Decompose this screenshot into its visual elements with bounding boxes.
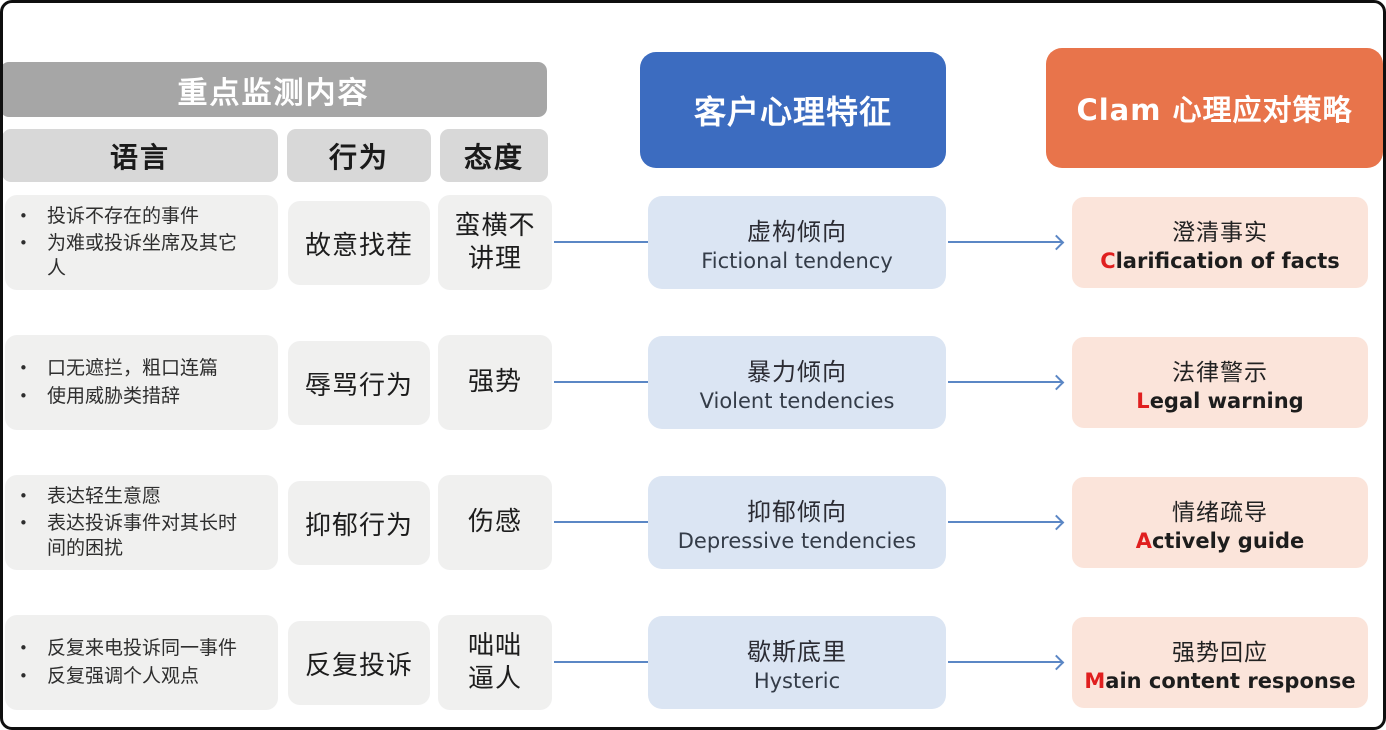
attitude-box: 咄咄 逼人 (438, 615, 552, 710)
language-bullet: • 投诉不存在的事件 (19, 204, 200, 227)
language-bullet: • 表达投诉事件对其长时间的困扰 (19, 511, 238, 560)
diagram-row: • 投诉不存在的事件 • 为难或投诉坐席及其它人 故意找茬 蛮横不 讲理 虚构倾… (0, 195, 1386, 290)
psychology-header-title: 客户心理特征 (693, 93, 892, 131)
strategy-header: Clam 心理应对策略 (1046, 48, 1383, 168)
language-bullet: • 表达轻生意愿 (19, 484, 162, 507)
bullet-icon: • (19, 359, 28, 378)
bullet-icon: • (19, 666, 28, 685)
bullet-icon: • (19, 513, 28, 532)
arrow-right-icon (948, 521, 1062, 523)
language-bullet: • 反复强调个人观点 (19, 664, 200, 687)
column-header-behavior-label: 行为 (328, 140, 389, 174)
bullet-icon: • (19, 206, 28, 225)
connector-line (554, 521, 648, 523)
column-header-language: 语言 (2, 129, 278, 182)
psychology-box: 虚构倾向 Fictional tendency (648, 196, 946, 289)
psychology-box: 抑郁倾向 Depressive tendencies (648, 476, 946, 569)
strategy-box: 强势回应 Main content response (1072, 617, 1368, 708)
strategy-header-title: Clam 心理应对策略 (1076, 93, 1353, 127)
language-box: • 反复来电投诉同一事件 • 反复强调个人观点 (5, 615, 278, 710)
behavior-box: 抑郁行为 (288, 481, 430, 565)
diagram-row: • 表达轻生意愿 • 表达投诉事件对其长时间的困扰 抑郁行为 伤感 抑郁倾向 D… (0, 475, 1386, 570)
diagram-row: • 口无遮拦，粗口连篇 • 使用威胁类措辞 辱骂行为 强势 暴力倾向 Viole… (0, 335, 1386, 430)
language-box: • 口无遮拦，粗口连篇 • 使用威胁类措辞 (5, 335, 278, 430)
bullet-icon: • (19, 486, 28, 505)
language-bullet: • 反复来电投诉同一事件 (19, 637, 238, 660)
connector-line (554, 381, 648, 383)
strategy-initial-letter: M (1084, 668, 1106, 693)
attitude-box: 伤感 (438, 475, 552, 570)
strategy-box: 情绪疏导 Actively guide (1072, 477, 1368, 568)
psychology-box: 歇斯底里 Hysteric (648, 616, 946, 709)
strategy-box: 法律警示 Legal warning (1072, 337, 1368, 428)
psychology-box: 暴力倾向 Violent tendencies (648, 336, 946, 429)
bullet-icon: • (19, 639, 28, 658)
bullet-icon: • (19, 386, 28, 405)
diagram-row: • 反复来电投诉同一事件 • 反复强调个人观点 反复投诉 咄咄 逼人 歇斯底里 … (0, 615, 1386, 710)
column-header-attitude: 态度 (440, 129, 548, 182)
language-bullet: • 口无遮拦，粗口连篇 (19, 357, 219, 380)
behavior-box: 反复投诉 (288, 621, 430, 705)
column-header-language-label: 语言 (109, 140, 170, 174)
strategy-box: 澄清事实 Clarification of facts (1072, 197, 1368, 288)
behavior-box: 辱骂行为 (288, 341, 430, 425)
psychology-header: 客户心理特征 (640, 52, 946, 168)
column-header-behavior: 行为 (287, 129, 431, 182)
connector-line (554, 661, 648, 663)
language-bullet: • 使用威胁类措辞 (19, 384, 181, 407)
arrow-right-icon (948, 381, 1062, 383)
monitor-content-header: 重点监测内容 (0, 62, 547, 117)
language-box: • 投诉不存在的事件 • 为难或投诉坐席及其它人 (5, 195, 278, 290)
column-header-attitude-label: 态度 (463, 140, 524, 174)
arrow-right-icon (948, 241, 1062, 243)
behavior-box: 故意找茬 (288, 201, 430, 285)
language-box: • 表达轻生意愿 • 表达投诉事件对其长时间的困扰 (5, 475, 278, 570)
bullet-icon: • (19, 233, 28, 252)
connector-line (554, 241, 648, 243)
language-bullet: • 为难或投诉坐席及其它人 (19, 231, 238, 280)
strategy-initial-letter: C (1100, 248, 1116, 273)
strategy-initial-letter: L (1136, 388, 1150, 413)
monitor-content-title: 重点监测内容 (177, 75, 370, 111)
attitude-box: 蛮横不 讲理 (438, 195, 552, 290)
arrow-right-icon (948, 661, 1062, 663)
attitude-box: 强势 (438, 335, 552, 430)
strategy-initial-letter: A (1135, 528, 1152, 553)
